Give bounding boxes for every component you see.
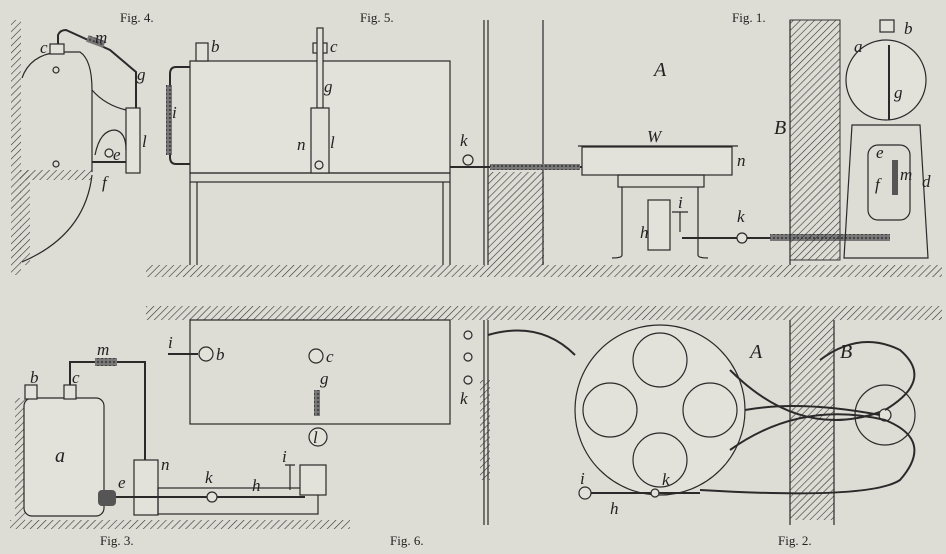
fig4-label-f: f	[102, 173, 109, 192]
fig1-label-h: h	[640, 223, 649, 242]
fig3-label-a: a	[55, 445, 65, 467]
fig1-label-A: A	[652, 59, 667, 81]
floor-top	[146, 265, 942, 277]
fig3-label-e: e	[118, 473, 126, 492]
fig3-label-i: i	[282, 447, 287, 466]
fig2-label-B: B	[840, 341, 852, 363]
fig5-caption: Fig. 5.	[360, 10, 394, 25]
fig3-apparatus	[15, 358, 327, 520]
fig2-caption: Fig. 2.	[778, 533, 812, 548]
fig4-label-g: g	[137, 65, 146, 84]
fig3-label-k: k	[205, 468, 213, 487]
fig1-label-g: g	[894, 83, 903, 102]
fig6-caption: Fig. 6.	[390, 533, 424, 548]
fig5-label-n: n	[297, 135, 306, 154]
fig3-label-h: h	[252, 476, 261, 495]
fig1-label-W: W	[647, 127, 663, 146]
fig6-label-c: c	[326, 347, 334, 366]
fig1-label-B: B	[774, 117, 786, 139]
fig6-label-l: l	[313, 428, 318, 447]
fig1-caption: Fig. 1.	[732, 10, 766, 25]
fig6-label-g: g	[320, 369, 329, 388]
fig4-label-l: l	[142, 132, 147, 151]
fig4-gas-bottle	[11, 20, 141, 275]
fig2-label-h: h	[610, 499, 619, 518]
fig1-label-k-left: k	[460, 131, 468, 150]
fig5-label-b: b	[211, 37, 220, 56]
fig4-label-e: e	[113, 145, 121, 164]
fig3-label-m: m	[97, 340, 109, 359]
fig4-label-c: c	[40, 38, 48, 57]
fig3-label-n: n	[161, 455, 170, 474]
fig2-plan	[487, 320, 916, 525]
fig6-plan	[168, 319, 490, 525]
fig5-label-c: c	[330, 37, 338, 56]
fig2-label-k: k	[662, 470, 670, 489]
fig4-label-m: m	[95, 28, 107, 47]
fig1-label-b: b	[904, 19, 913, 38]
fig6-label-k: k	[460, 389, 468, 408]
fig1-label-e: e	[876, 143, 884, 162]
fig6-label-i: i	[168, 333, 173, 352]
fig5-label-i: i	[172, 103, 177, 122]
fig5-label-g: g	[324, 77, 333, 96]
fig3-label-c: c	[72, 368, 80, 387]
floor-fig3	[10, 520, 350, 529]
fig2-label-i: i	[580, 469, 585, 488]
fig3-label-b: b	[30, 368, 39, 387]
fig1-label-i: i	[678, 193, 683, 212]
fig1-label-d: d	[922, 172, 931, 191]
fig1-label-f: f	[875, 175, 882, 194]
fig4-caption: Fig. 4.	[120, 10, 154, 25]
fig1-room	[450, 19, 929, 265]
fig6-label-b: b	[216, 345, 225, 364]
fig5-label-l: l	[330, 133, 335, 152]
fig3-caption: Fig. 3.	[100, 533, 134, 548]
fig2-label-A: A	[748, 341, 763, 363]
fig1-label-k-right: k	[737, 207, 745, 226]
fig1-label-m: m	[900, 165, 912, 184]
fig1-label-n: n	[737, 151, 746, 170]
ceiling-bottom	[146, 306, 942, 320]
fig1-label-a: a	[854, 37, 863, 56]
fig5-tank	[166, 27, 451, 265]
